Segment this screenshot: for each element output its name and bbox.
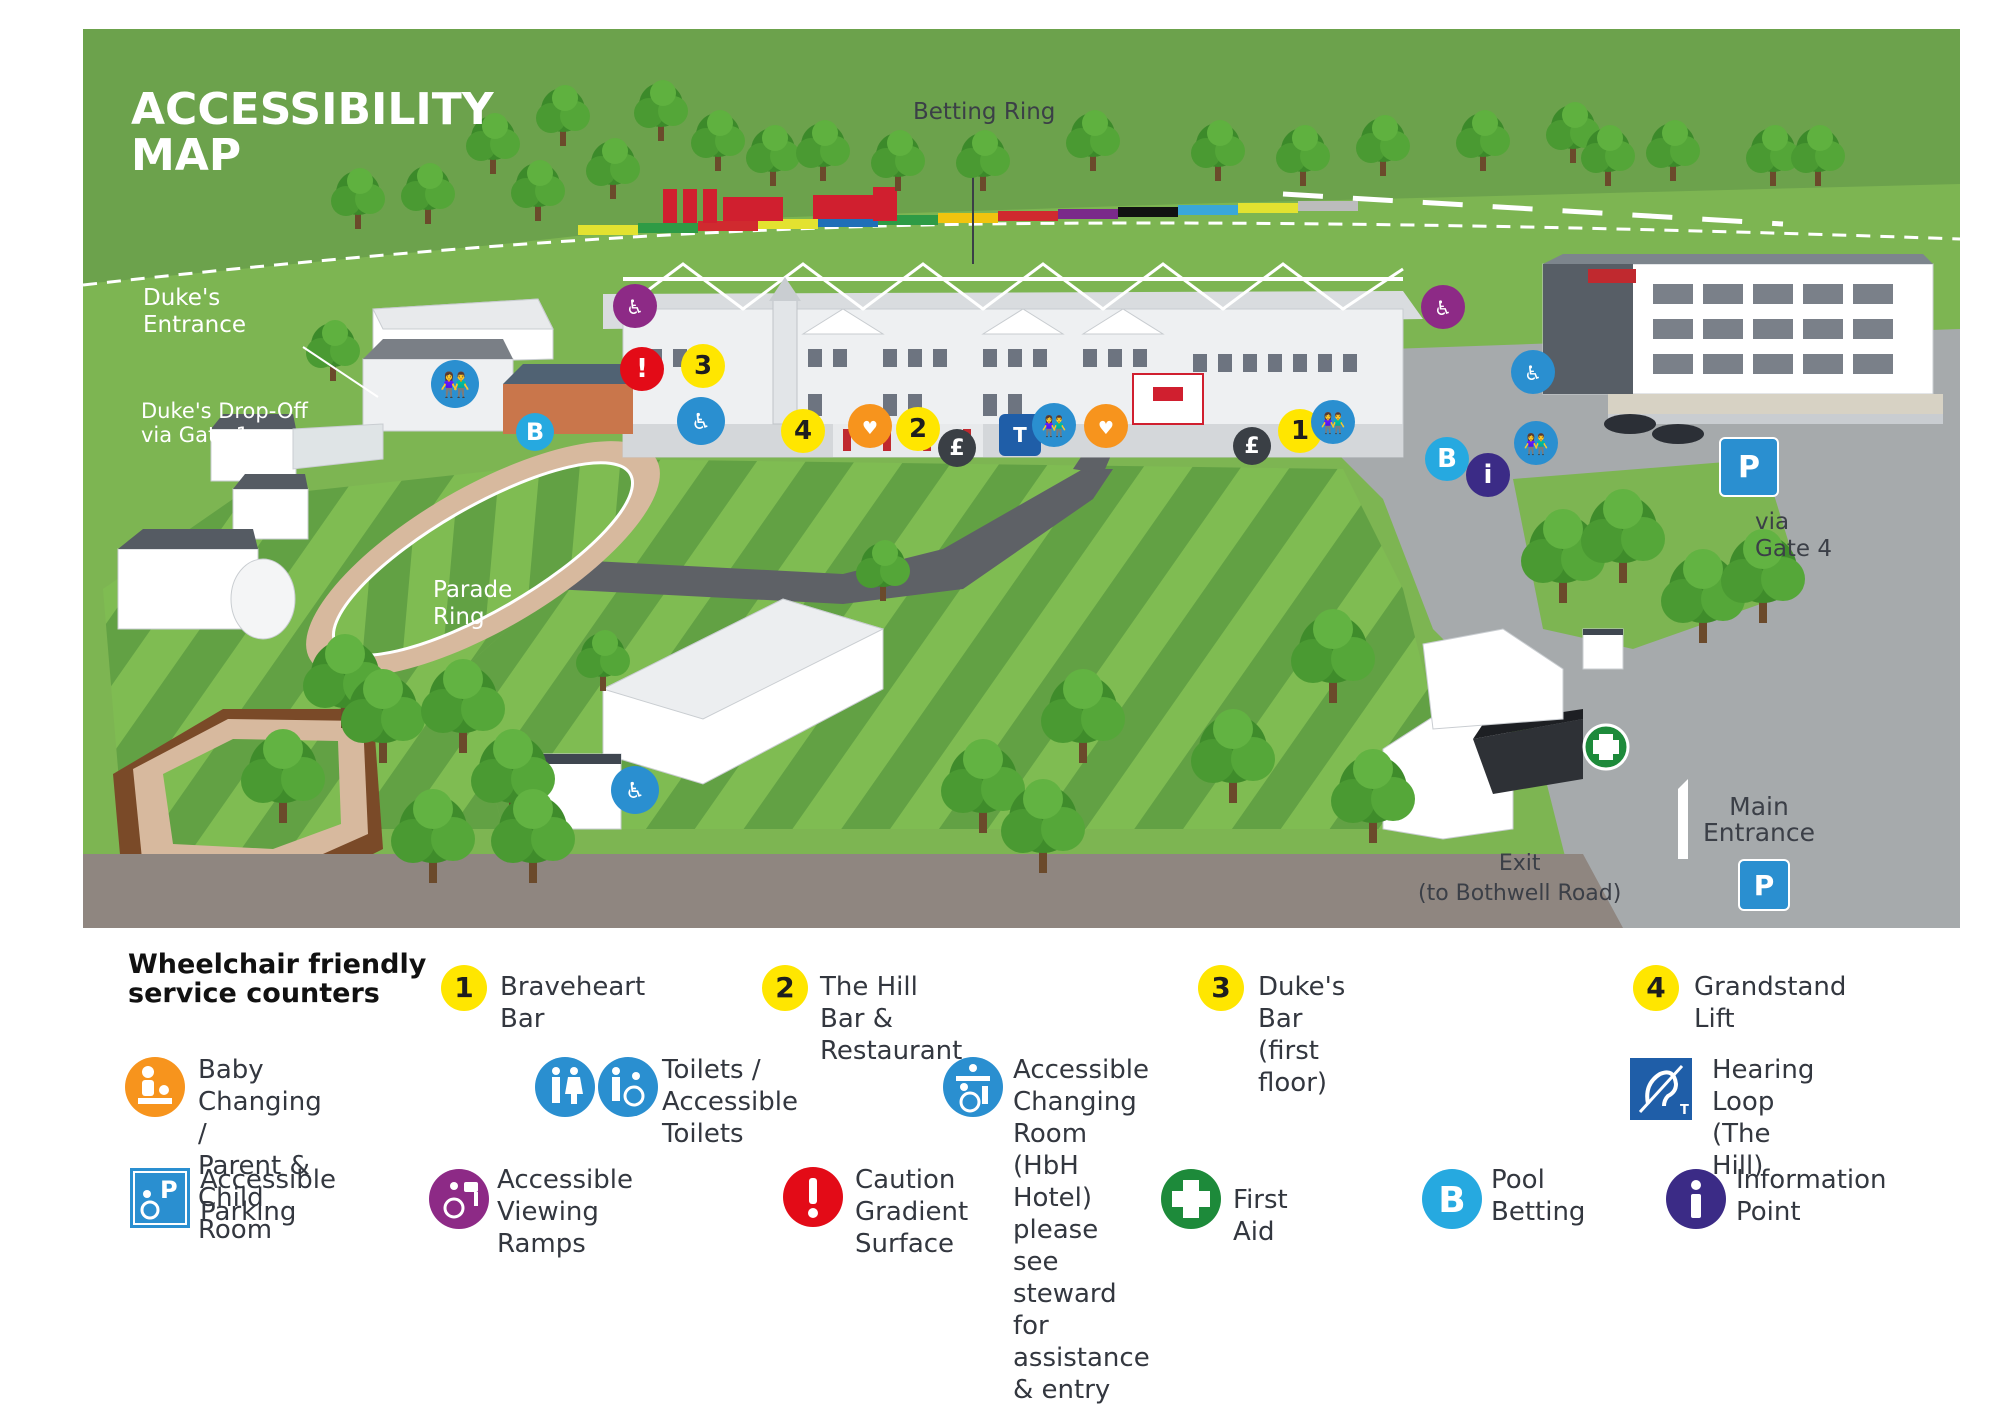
dukes-bar-pin[interactable]: 3 <box>681 344 725 388</box>
svg-text:P: P <box>160 1176 178 1204</box>
legend-grandstand-lift: Grandstand Lift <box>1694 972 1847 1034</box>
main-entrance-label: Main Entrance <box>1703 792 1816 847</box>
grandstand-lift-pin[interactable]: 4 <box>781 409 825 453</box>
legend-first-aid: First Aid <box>1233 1185 1288 1247</box>
baby-changing-icon <box>125 1057 185 1117</box>
footpath <box>553 469 1113 604</box>
hill-bar-pin[interactable]: 2 <box>896 407 940 451</box>
map-icon-pins: 👫 ♿ 👫 👫 👫 ♿ ♿ ♿ ♿ ♥ ♥ <box>302 284 1630 814</box>
via-gate-4-label: via Gate 4 <box>1755 509 1833 562</box>
toilets-icon[interactable]: 👫 <box>1311 400 1355 444</box>
svg-text:B: B <box>1438 1180 1465 1221</box>
atm-pin-hill[interactable]: £ <box>938 429 976 467</box>
svg-text:👫: 👫 <box>1321 411 1346 435</box>
counter-badge-4: 4 <box>1633 965 1679 1011</box>
accessibility-map: ACCESSIBILITY MAP Betting Ring Duke's En… <box>83 29 1960 928</box>
dukes-entrance-label: Duke's Entrance <box>143 285 247 338</box>
svg-text:♿: ♿ <box>1524 361 1542 385</box>
svg-text:♥: ♥ <box>1098 418 1114 439</box>
parade-ring-lawn <box>333 462 633 656</box>
dukes-buildings <box>117 298 633 640</box>
svg-text:♿: ♿ <box>691 410 711 435</box>
information-icon <box>1666 1169 1726 1229</box>
betting-ring-label: Betting Ring <box>913 99 1056 125</box>
information-pin[interactable]: i <box>1466 453 1510 497</box>
accessible-parking-pin-gate4[interactable]: P <box>1719 437 1779 497</box>
accessible-toilets-icon[interactable]: ♿ <box>611 766 659 814</box>
baby-changing-icon[interactable]: ♥ <box>1084 404 1128 448</box>
toilets-icon <box>535 1057 658 1117</box>
hampton-hotel <box>1542 254 1943 444</box>
svg-text:T: T <box>1680 1103 1689 1118</box>
track-rail-right <box>1282 191 1784 227</box>
toilets-icon[interactable]: 👫 <box>431 360 479 408</box>
betting-boards <box>578 187 1358 235</box>
legend-pool-betting: Pool Betting <box>1491 1165 1586 1227</box>
map-title: ACCESSIBILITY MAP <box>131 84 494 181</box>
hearing-loop-icon: T <box>1630 1058 1692 1120</box>
track-rail <box>83 221 1960 287</box>
legend-caution: Caution Gradient Surface <box>855 1165 969 1259</box>
first-aid-icon <box>1161 1169 1221 1229</box>
svg-text:👫: 👫 <box>1042 414 1067 438</box>
exit-label: Exit (to Bothwell Road) <box>1418 851 1622 906</box>
atm-pin-braveheart[interactable]: £ <box>1233 427 1271 465</box>
svg-text:♥: ♥ <box>862 418 878 439</box>
pool-betting-pin-east[interactable]: B <box>1425 437 1469 481</box>
accessible-parking-pin-main[interactable]: P <box>1738 859 1790 911</box>
dukes-dropoff-label: Duke's Drop-Off via Gate 1 <box>141 399 308 447</box>
legend-accessible-parking: Accessible Parking <box>200 1165 336 1227</box>
legend-viewing-ramps: Accessible Viewing Ramps <box>497 1165 633 1259</box>
legend-information-point: Information Point <box>1736 1165 1887 1227</box>
svg-text:♿: ♿ <box>626 295 644 319</box>
toilets-icon[interactable]: 👫 <box>1514 421 1558 465</box>
accessible-parking-icon: P <box>130 1168 190 1228</box>
counter-badge-1: 1 <box>441 965 487 1011</box>
accessible-toilets-icon[interactable]: ♿ <box>677 397 725 445</box>
svg-text:👫: 👫 <box>1524 432 1549 456</box>
counter-badge-3: 3 <box>1198 965 1244 1011</box>
bothwell-road <box>83 854 1623 928</box>
map-illustration <box>83 29 1960 928</box>
service-counters-heading: Wheelchair friendly service counters <box>128 949 427 1009</box>
svg-text:♿: ♿ <box>625 779 645 804</box>
accessible-changing-room-icon <box>943 1057 1003 1117</box>
legend-baby-changing: Baby Changing / Parent & Child Room <box>198 1055 322 1245</box>
legend-hearing-loop: Hearing Loop (The Hill) <box>1712 1055 1815 1181</box>
legend-braveheart-bar: Braveheart Bar <box>500 972 646 1034</box>
viewing-ramp-icon[interactable]: ♿ <box>613 284 657 328</box>
viewing-ramp-icon <box>429 1169 489 1229</box>
legend-dukes-bar: Duke's Bar (first floor) <box>1258 972 1346 1098</box>
legend-toilets: Toilets / Accessible Toilets <box>662 1055 798 1149</box>
caution-icon <box>783 1167 843 1227</box>
parade-ring-label: Parade Ring <box>433 577 513 630</box>
legend-accessible-changing-room: Accessible Changing Room (HbH Hotel) ple… <box>1013 1055 1150 1405</box>
accessible-changing-room-icon[interactable]: ♿ <box>1511 350 1555 394</box>
caution-pin[interactable]: ! <box>620 347 664 391</box>
counter-badge-2: 2 <box>762 965 808 1011</box>
first-aid-icon[interactable] <box>1582 723 1630 771</box>
legend-hill-bar: The Hill Bar & Restaurant <box>820 972 963 1066</box>
svg-text:👫: 👫 <box>440 371 470 399</box>
viewing-ramp-icon[interactable]: ♿ <box>1421 285 1465 329</box>
toilets-icon[interactable]: 👫 <box>1032 403 1076 447</box>
main-entrance-buildings <box>1382 628 1688 859</box>
pool-betting-icon: B <box>1422 1169 1482 1229</box>
baby-changing-icon[interactable]: ♥ <box>848 404 892 448</box>
svg-text:♿: ♿ <box>1434 296 1452 320</box>
pool-betting-pin-dukes[interactable]: B <box>516 413 554 451</box>
